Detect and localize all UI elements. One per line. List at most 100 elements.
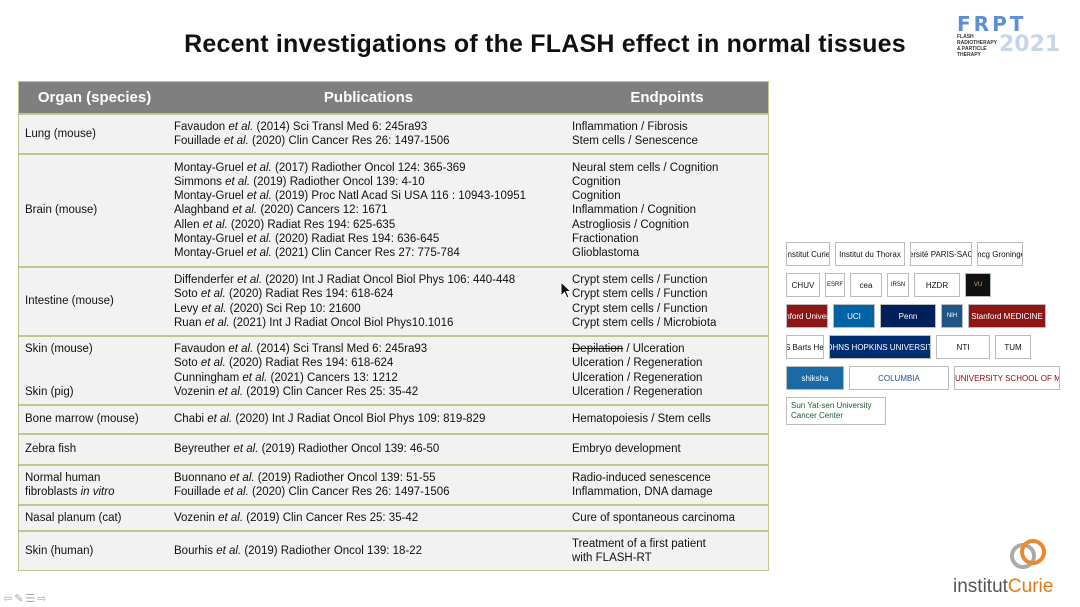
endpoint-label: Stem cells / Senescence xyxy=(572,135,698,147)
organ-cell: Skin (mouse)Skin (pig) xyxy=(19,337,169,404)
publication-entry: Favaudon et al. (2014) Sci Transl Med 6:… xyxy=(174,120,428,133)
logo-row: Sun Yat-sen University Cancer Center xyxy=(786,397,1066,425)
publication-entry: Beyreuther et al. (2019) Radiother Oncol… xyxy=(174,443,440,456)
partner-logo: shiksha xyxy=(786,366,844,390)
partner-logo: université PARIS-SACLAY xyxy=(910,242,972,266)
endpoints-cell: Cure of spontaneous carcinoma xyxy=(567,506,767,530)
slide-nav-controls[interactable]: ⇦✎☰⇨ xyxy=(3,593,49,605)
organ-label: Skin (human) xyxy=(25,544,94,557)
endpoint-label: Astrogliosis / Cognition xyxy=(572,218,689,231)
publication-entry: Levy et al. (2020) Sci Rep 10: 21600 xyxy=(174,302,361,315)
partner-logo: Sun Yat-sen University Cancer Center xyxy=(786,397,886,425)
logo-row: shikshaCOLUMBIAINDIANA UNIVERSITY SCHOOL… xyxy=(786,366,1066,390)
partner-logo: Institut du Thorax xyxy=(835,242,905,266)
endpoint-label: Treatment of a first patient xyxy=(572,537,706,550)
header-endpoints: Endpoints xyxy=(630,89,704,106)
publications-cell: Buonnano et al. (2019) Radiother Oncol 1… xyxy=(169,466,567,504)
partner-logo: institut Curie xyxy=(786,242,830,266)
endpoint-label: Crypt stem cells / Function xyxy=(572,274,708,287)
table-body: Lung (mouse) Favaudon et al. (2014) Sci T… xyxy=(19,113,768,570)
logo-row: Stanford UniversityUCIPennNIHStanford ME… xyxy=(786,304,1066,328)
endpoint-label: Embryo development xyxy=(572,443,681,456)
header-publications: Publications xyxy=(323,89,414,106)
endpoint-label: Ulceration / Regeneration xyxy=(572,371,703,384)
partner-logo: VU xyxy=(965,273,991,297)
endpoint-label: Depilation / Ulceration xyxy=(572,343,685,356)
curie-prefix: institut xyxy=(953,576,1008,597)
publications-cell: Beyreuther et al. (2019) Radiother Oncol… xyxy=(169,435,567,464)
endpoint-label: Crypt stem cells / Microbiota xyxy=(572,316,717,329)
endpoint-label: Inflammation / Cognition xyxy=(572,204,697,217)
publications-cell: Diffenderfer et al. (2020) Int J Radiat … xyxy=(169,268,567,335)
endpoint-label: Cure of spontaneous carcinoma xyxy=(572,511,736,524)
slide-title: Recent investigations of the FLASH effec… xyxy=(184,30,906,58)
endpoint-label: Hematopoiesis / Stem cells xyxy=(572,413,711,426)
endpoints-cell: Treatment of a first patient with FLASH-R… xyxy=(567,532,767,570)
endpoint-label: Crypt stem cells / Function xyxy=(572,288,708,301)
organ-label: Nasal planum (cat) xyxy=(25,511,122,524)
organ-label: Normal human xyxy=(25,471,101,484)
organ-label: Bone marrow (mouse) xyxy=(25,413,139,426)
endpoint-label: Inflammation / Fibrosis xyxy=(572,120,688,133)
endpoint-label: Cognition xyxy=(572,175,621,188)
curie-wordmark: institutCurie xyxy=(953,576,1053,598)
organ-label: Zebra fish xyxy=(25,443,77,456)
table-row: Brain (mouse) Montay-Gruel et al. (2017) … xyxy=(19,153,768,266)
header-organ: Organ (species) xyxy=(37,89,152,106)
table-row: Intestine (mouse) Diffenderfer et al. (20… xyxy=(19,266,768,335)
publication-entry: Fouillade et al. (2020) Clin Cancer Res … xyxy=(174,486,450,498)
table-row: Nasal planum (cat)Vozenin et al. (2019) … xyxy=(19,504,768,530)
publication-entry: Ruan et al. (2021) Int J Radiat Oncol Bi… xyxy=(174,316,454,329)
partner-logo: Stanford MEDICINE xyxy=(968,304,1046,328)
publication-entry: Cunningham et al. (2021) Cancers 13: 121… xyxy=(174,371,398,384)
table-row: Zebra fish Beyreuther et al. (2019) Radio… xyxy=(19,433,768,464)
publication-entry: Chabi et al. (2020) Int J Radiat Oncol B… xyxy=(174,413,486,426)
logo-row: NHS Barts HealthJOHNS HOPKINS UNIVERSITY… xyxy=(786,335,1066,359)
table-row: Lung (mouse) Favaudon et al. (2014) Sci T… xyxy=(19,113,768,153)
partner-logo: Stanford University xyxy=(786,304,828,328)
publications-cell: Favaudon et al. (2014) Sci Transl Med 6:… xyxy=(169,115,567,153)
endpoint-label: Radio-induced senescence xyxy=(572,471,711,484)
organ-label: Skin (mouse) xyxy=(25,343,93,355)
table-row: Bone marrow (mouse) Chabi et al. (2020) I… xyxy=(19,404,768,433)
organ-cell: Skin (human) xyxy=(19,532,169,570)
organ-label: Intestine (mouse) xyxy=(25,295,114,308)
publication-entry: Soto et al. (2020) Radiat Res 194: 618-6… xyxy=(174,357,394,370)
organ-label: Brain (mouse) xyxy=(25,204,98,217)
organ-label: Lung (mouse) xyxy=(25,127,96,140)
mouse-cursor-icon xyxy=(560,281,572,299)
publications-table: Organ (species) Publications Endpoints L… xyxy=(18,81,769,571)
curie-suffix: Curie xyxy=(1007,576,1054,597)
endpoint-label: with FLASH-RT xyxy=(572,552,652,564)
publication-entry: Vozenin et al. (2019) Clin Cancer Res 25… xyxy=(174,385,419,398)
endpoint-label: Glioblastoma xyxy=(572,247,640,259)
endpoint-label: Fractionation xyxy=(572,232,639,245)
partner-logo: HZDR xyxy=(914,273,960,297)
partner-logo: NIH xyxy=(941,304,963,328)
organ-cell: Brain (mouse) xyxy=(19,155,169,266)
endpoint-label: Inflammation, DNA damage xyxy=(572,486,713,498)
publication-entry: Buonnano et al. (2019) Radiother Oncol 1… xyxy=(174,471,436,484)
partner-logo: NHS Barts Health xyxy=(786,335,824,359)
partner-logo: INDIANA UNIVERSITY SCHOOL OF MEDICINE xyxy=(954,366,1060,390)
publication-entry: Allen et al. (2020) Radiat Res 194: 625-… xyxy=(174,218,396,231)
endpoints-cell: Embryo development xyxy=(567,435,767,464)
table-row: Skin (human)Bourhis et al. (2019) Radiot… xyxy=(19,530,768,570)
organ-cell: Nasal planum (cat) xyxy=(19,506,169,530)
endpoint-label: Ulceration / Regeneration xyxy=(572,385,703,398)
partner-logo: cea xyxy=(850,273,882,297)
publications-cell: Montay-Gruel et al. (2017) Radiother Onc… xyxy=(169,155,567,266)
frpt-logo: FRPT FLASH RADIOTHERAPY & PARTICLE THERA… xyxy=(957,12,1067,62)
partner-logo: TUM xyxy=(995,335,1031,359)
organ-cell: Zebra fish xyxy=(19,435,169,464)
partner-logo: IRSN xyxy=(887,273,909,297)
endpoint-label: Cognition xyxy=(572,190,621,203)
frpt-logo-tagline: FLASH RADIOTHERAPY & PARTICLE THERAPY xyxy=(957,34,997,58)
table-row: Skin (mouse)Skin (pig)Favaudon et al. (2… xyxy=(19,335,768,404)
